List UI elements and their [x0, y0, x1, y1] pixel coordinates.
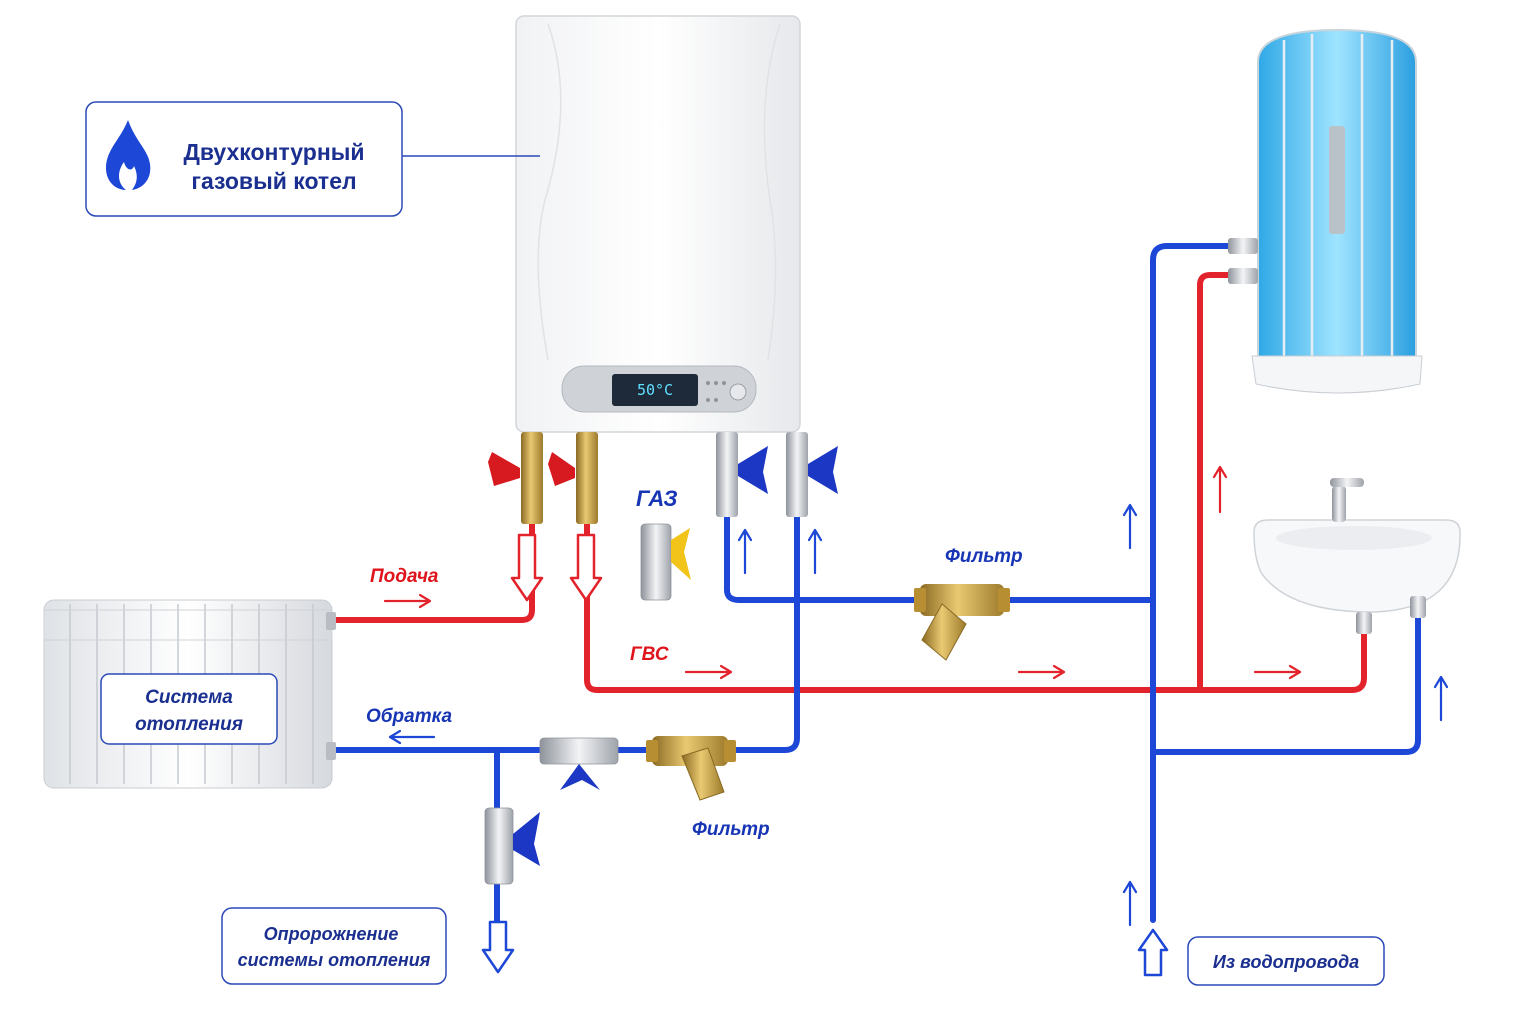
boiler-title-line2: газовый котел: [191, 168, 356, 194]
shower-panel: [1329, 126, 1345, 234]
filter-lower: [646, 736, 736, 801]
drain-valve-handle-icon: [513, 812, 540, 866]
dhw-fitting: [576, 432, 598, 524]
cold-up-arrow-icon-2: [807, 528, 823, 575]
boiler-display: [612, 374, 698, 406]
water-main-up-arrow-icon: [1137, 928, 1169, 977]
boiler-knob: [729, 383, 747, 401]
supply-label: Подача: [370, 566, 439, 587]
boiler-fittings: [488, 432, 838, 524]
flow-arrows: [383, 465, 1449, 927]
return-label: Обратка: [366, 706, 452, 727]
main-cold-riser: [1150, 243, 1243, 923]
faucet: [1332, 486, 1346, 522]
supply-fitting: [521, 432, 543, 524]
heating-system-label-2: отопления: [135, 714, 243, 735]
dhw-valve-handle-icon: [548, 452, 575, 486]
riser-up-arrow-icon-1: [1122, 503, 1138, 550]
cold-up-arrow-icon-1: [737, 528, 753, 575]
cold-inlet-valve-handle-icon: [738, 446, 768, 494]
filter-bottom-label: Фильтр: [692, 819, 770, 840]
dhw-down-arrow-icon: [569, 533, 603, 602]
return-valve-handle-icon: [808, 446, 838, 494]
return-shutoff-handle-icon: [560, 764, 600, 790]
water-main-label: Из водопровода: [1213, 952, 1359, 972]
filter-upper: [914, 584, 1010, 661]
gas-label: ГАЗ: [636, 486, 678, 511]
heating-system-box: [100, 673, 278, 745]
boiler-front-contour: [537, 23, 562, 361]
return-fitting: [786, 432, 808, 517]
dhw-arrow-icon-2: [1017, 664, 1066, 680]
boiler: 50°C: [515, 15, 801, 433]
boiler-title-box: [85, 101, 403, 217]
hot-water-label: ГВС: [630, 644, 669, 665]
cold-pipes: [329, 243, 1421, 938]
supply-down-arrow-icon: [510, 533, 544, 602]
drain-down-arrow-icon: [481, 920, 515, 974]
filter-top-label: Фильтр: [945, 546, 1023, 567]
return-pipe: [329, 512, 800, 753]
gas-valve-handle-icon: [671, 528, 691, 580]
boiler-title-line1: Двухконтурный: [183, 139, 364, 165]
boiler-front-contour-right: [763, 23, 781, 361]
supply-valve-handle-icon: [488, 452, 520, 486]
sink-up-arrow-icon: [1433, 675, 1449, 722]
boiler-display-text: 50°C: [637, 381, 673, 399]
drain-label-1: Опророжнение: [264, 924, 399, 944]
shower-hot-up-arrow-icon: [1212, 465, 1228, 514]
drain-box: [221, 907, 447, 985]
return-shutoff-valve: [539, 737, 619, 790]
dhw-pipe: [584, 517, 1367, 693]
supply-pipe: [329, 517, 535, 623]
supply-arrow-icon: [383, 593, 432, 609]
boiler-body: [515, 15, 801, 433]
dhw-arrow-icon-3: [1253, 664, 1302, 680]
drain-valve: [484, 807, 540, 885]
washbasin: [1253, 478, 1461, 634]
dhw-arrow-icon-1: [684, 664, 733, 680]
cold-inlet-fitting: [716, 432, 738, 517]
shower-cabin: [1228, 28, 1423, 394]
sink-cold-pipe: [1150, 612, 1421, 755]
heating-system-label-1: Система: [145, 687, 233, 708]
hot-pipes: [329, 272, 1367, 693]
boiler-cold-inlet-pipe: [724, 512, 1153, 603]
big-down-arrows: [510, 533, 603, 602]
riser-up-arrow-icon-2: [1122, 880, 1138, 927]
shower-hot-pipe: [1197, 272, 1243, 693]
drain-label-2: системы отопления: [238, 950, 431, 970]
flame-icon: [106, 120, 151, 190]
water-main-box: [1187, 936, 1385, 986]
gas-valve: [640, 523, 691, 601]
boiler-buttons: [706, 381, 726, 402]
return-arrow-icon: [388, 729, 436, 745]
